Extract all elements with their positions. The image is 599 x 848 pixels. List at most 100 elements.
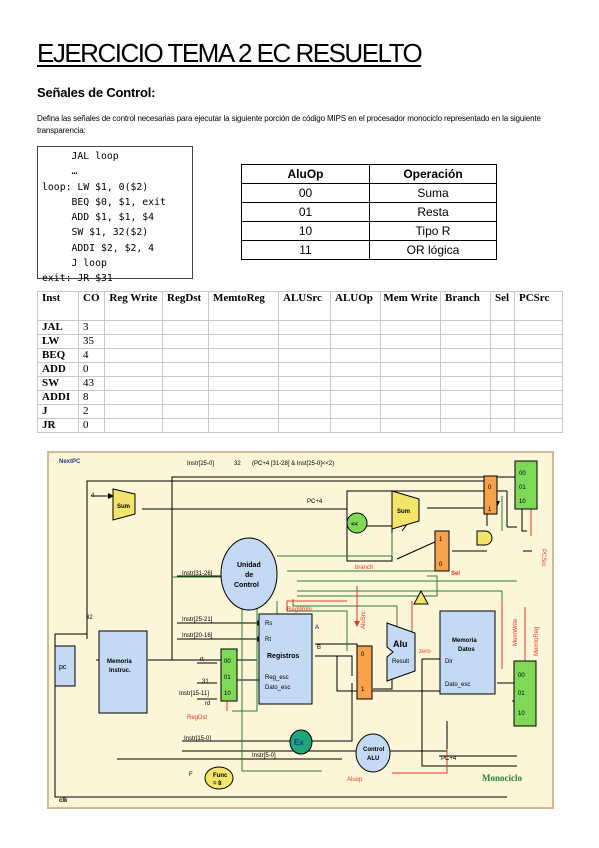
- aluop-code: 01: [241, 202, 370, 222]
- instruction-cell: ADDI: [37, 390, 79, 405]
- signal-cell: [104, 320, 163, 335]
- code-line: JAL loop: [42, 151, 119, 162]
- instruction-cell: JAL: [37, 320, 79, 335]
- signal-cell: [278, 418, 331, 433]
- regdst-in-10: 10: [224, 691, 231, 697]
- signal-cell: [514, 376, 563, 391]
- signal-cell: [208, 418, 279, 433]
- reg-esc-label: Reg_esc: [265, 675, 289, 681]
- column-header: CO: [78, 291, 105, 321]
- code-line: ADD $1, $1, $4: [42, 212, 155, 224]
- memtoreg-label: MemtoReg: [534, 627, 540, 656]
- signal-cell: [278, 390, 331, 405]
- column-header: MemtoReg: [208, 291, 279, 321]
- sum-adder-pc4: [112, 488, 136, 521]
- clk-label: clk: [59, 798, 68, 804]
- page-title: EJERCICIO TEMA 2 EC RESUELTO: [37, 38, 423, 68]
- signal-cell: [380, 334, 441, 349]
- signal-cell: [440, 404, 491, 419]
- code-line: BEQ $0, $1, exit: [42, 196, 166, 208]
- signal-cell: [104, 348, 163, 363]
- alu-label: Alu: [393, 639, 408, 649]
- rt-small-label: rt: [200, 657, 204, 663]
- aluop-operation: Resta: [369, 202, 497, 222]
- sum-adder-branch: [391, 490, 420, 530]
- instruction-memory: [98, 630, 148, 714]
- alusrc-label: AluSrc: [361, 611, 367, 629]
- alusrc-in-0: 0: [361, 652, 365, 658]
- signal-cell: [380, 320, 441, 335]
- rd-label: rd: [205, 701, 210, 707]
- aluop-table: AluOp Operación 00 Suma 01 Resta 10 Tipo…: [241, 164, 497, 260]
- regdst-mux: [220, 648, 238, 702]
- sel-mux: [434, 530, 450, 572]
- signal-cell: [514, 334, 563, 349]
- signal-cell: [514, 390, 563, 405]
- sel-label: Sel: [451, 571, 460, 577]
- instr25-21-label: Instr[25-21]: [182, 617, 213, 623]
- signal-cell: [208, 376, 279, 391]
- f-label: F: [189, 772, 193, 778]
- section-subtitle: Señales de Control:: [37, 85, 156, 100]
- signal-cell: [490, 348, 515, 363]
- signal-cell: [278, 320, 331, 335]
- signal-cell: [380, 362, 441, 377]
- opcode-cell: 43: [78, 376, 105, 391]
- aluop-code: 00: [241, 183, 370, 203]
- aluop-operation: Suma: [369, 183, 497, 203]
- sign-extend-block: [289, 729, 313, 755]
- instr15-0-label: Instr[15-0]: [184, 736, 211, 742]
- signal-cell: [162, 376, 209, 391]
- opcode-cell: 0: [78, 418, 105, 433]
- signal-cell: [440, 320, 491, 335]
- unidad-label-2: de: [245, 572, 253, 579]
- signal-cell: [104, 418, 163, 433]
- signal-cell: [278, 362, 331, 377]
- signal-cell: [162, 320, 209, 335]
- table-header-row: Inst CO Reg Write RegDst MemtoReg ALUSrc…: [37, 291, 563, 321]
- regdst-in-01: 01: [224, 675, 231, 681]
- n32-label: 32: [234, 461, 241, 467]
- pcsrc-in-01: 01: [519, 485, 526, 491]
- pc-label: pc: [59, 664, 67, 671]
- memi-label-1: Memoria: [107, 659, 132, 665]
- signal-cell: [330, 390, 381, 405]
- sel-in-0: 0: [439, 562, 443, 568]
- mem-label-2: Datos: [458, 647, 475, 653]
- signal-cell: [162, 390, 209, 405]
- code-line: ADDI $2, $2, 4: [42, 242, 155, 254]
- signal-cell: [208, 334, 279, 349]
- signal-cell: [208, 404, 279, 419]
- opcode-cell: 3: [78, 320, 105, 335]
- instruction-cell: ADD: [37, 362, 79, 377]
- pc4-concat-label: (PC+4 [31-28] & Inst[25-0]<<2): [252, 461, 334, 467]
- signal-cell: [440, 376, 491, 391]
- sum-label: Sum: [117, 504, 130, 510]
- regdst-in-00: 00: [224, 659, 231, 665]
- dir-label: Dir: [445, 659, 453, 665]
- aluop-header: AluOp: [241, 164, 370, 184]
- signal-cell: [380, 376, 441, 391]
- pcsrc-mux: [514, 460, 538, 510]
- signal-cell: [440, 334, 491, 349]
- pcsrc-in-00: 00: [519, 471, 526, 477]
- signal-cell: [514, 362, 563, 377]
- signal-cell: [514, 320, 563, 335]
- branch-label: branch: [355, 565, 373, 571]
- signal-cell: [380, 404, 441, 419]
- alusrc-in-1: 1: [361, 687, 365, 693]
- alusrc-mux: [356, 645, 373, 700]
- signal-cell: [162, 362, 209, 377]
- mux-in-1: 1: [488, 507, 492, 513]
- column-header: Mem Write: [380, 291, 441, 321]
- control-signals-table: Inst CO Reg Write RegDst MemtoReg ALUSrc…: [37, 291, 563, 433]
- signal-cell: [514, 404, 563, 419]
- aluop-code: 10: [241, 221, 370, 241]
- control-unit: [220, 537, 278, 611]
- column-header: Inst: [37, 291, 79, 321]
